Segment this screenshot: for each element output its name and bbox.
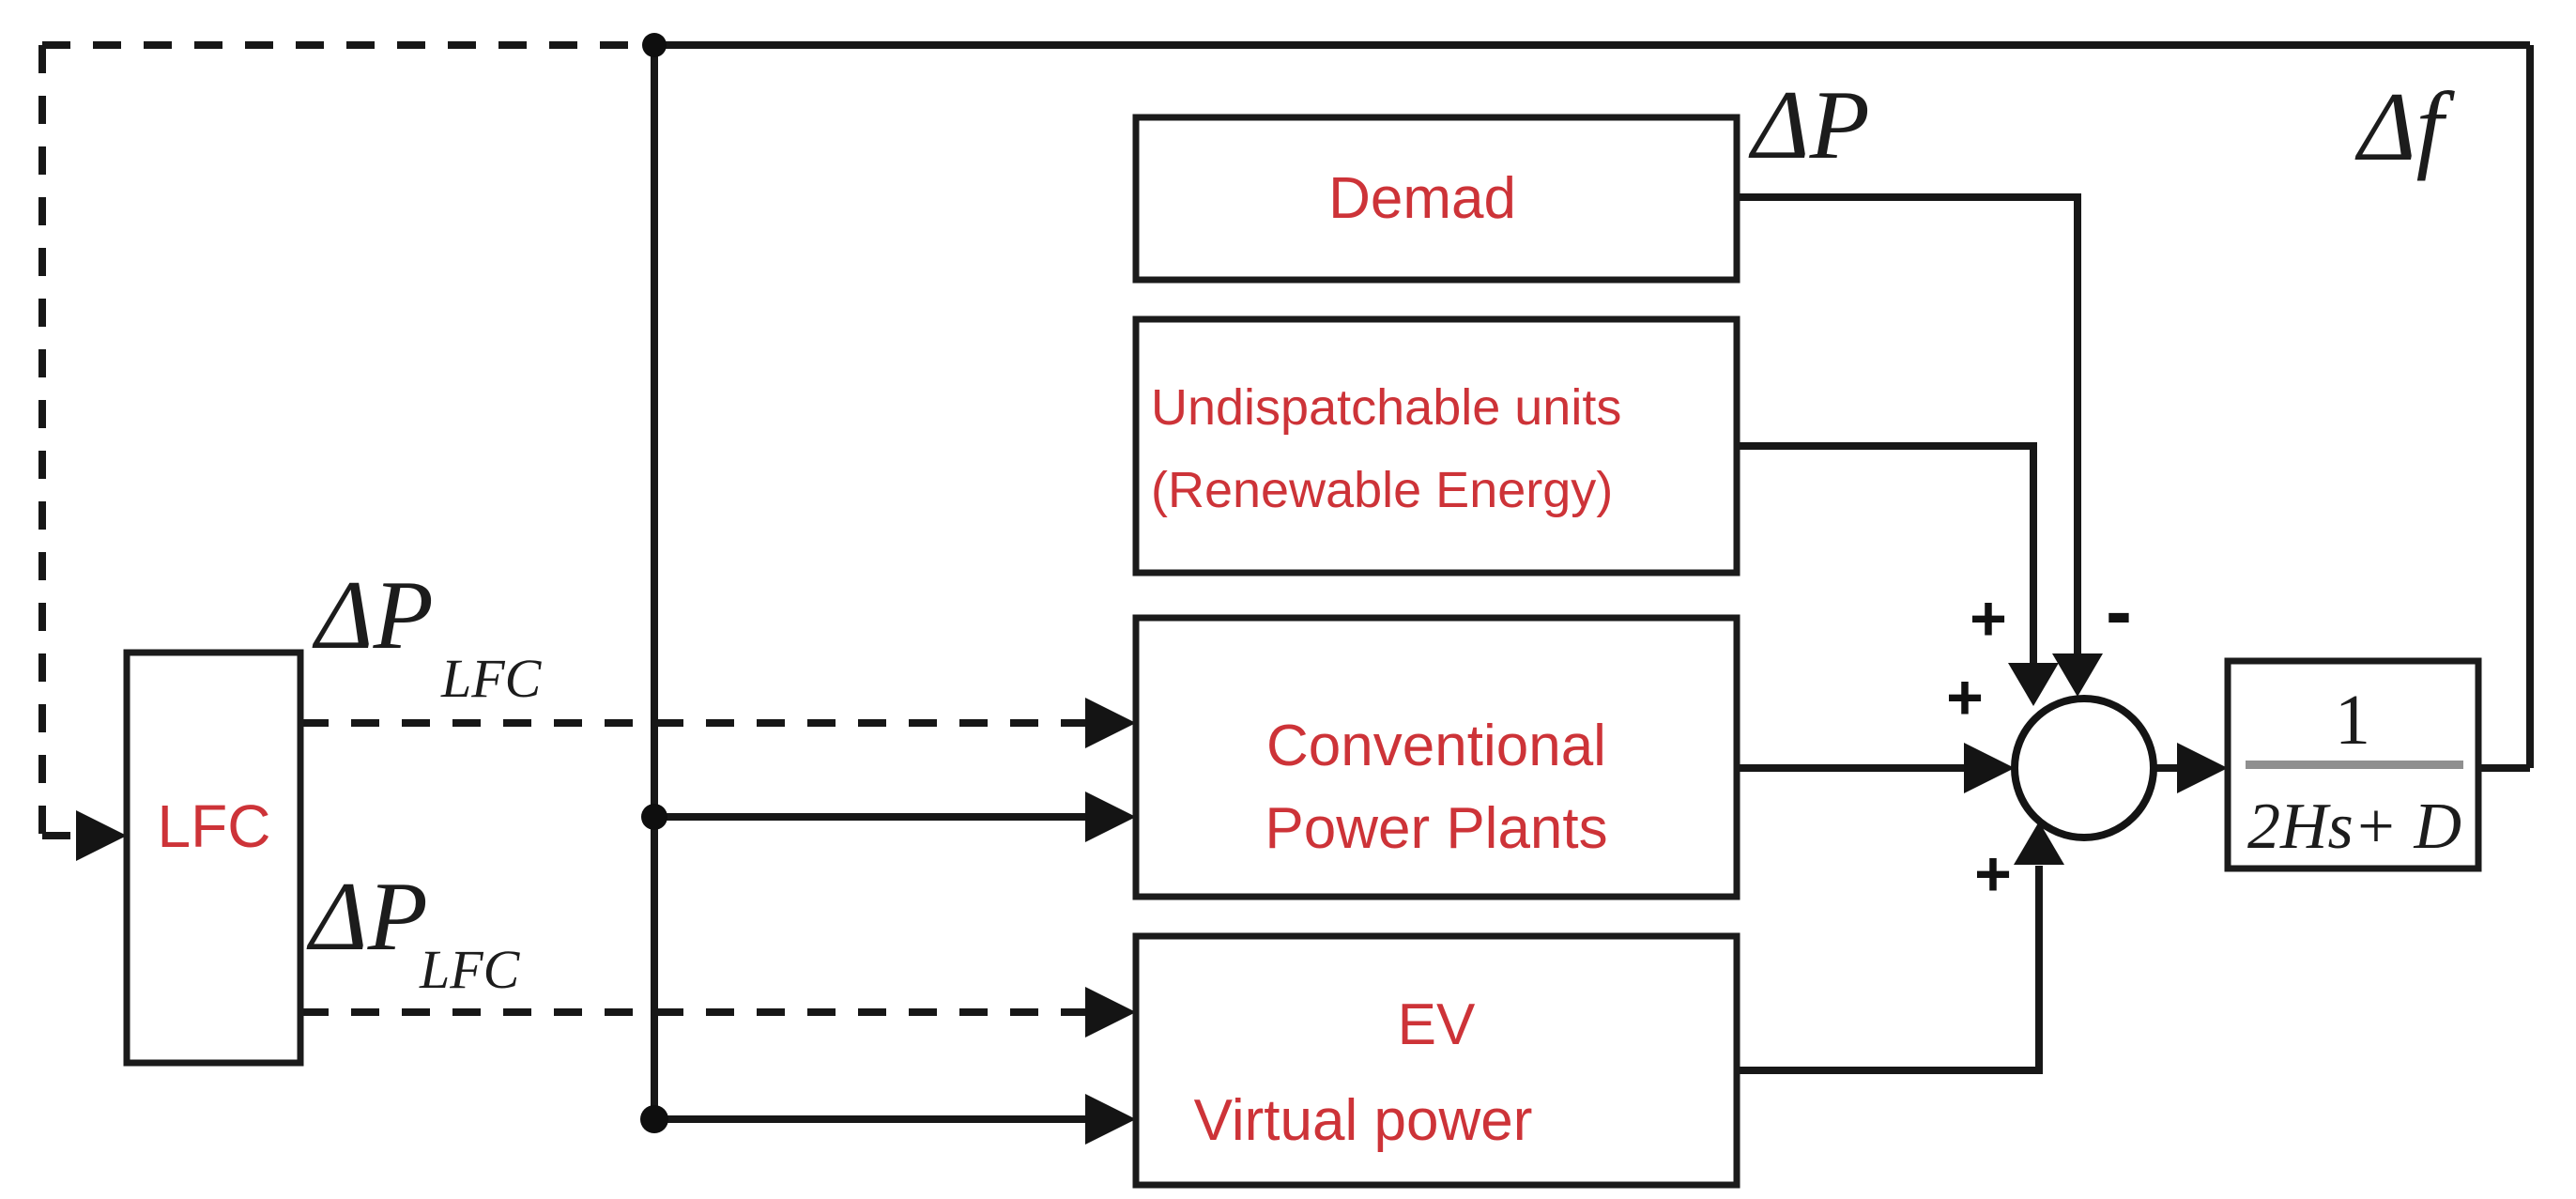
ev-block-label-line2: Virtual power <box>1194 1088 1533 1153</box>
inertia-numerator: 1 <box>2335 681 2370 760</box>
summing-junction-circle <box>2011 695 2157 841</box>
arrowhead-into-inertia-block-icon <box>2177 743 2228 793</box>
delta-f-label: Δf <box>2354 71 2456 181</box>
ev-block-label-line1: EV <box>1398 992 1476 1057</box>
undispatchable-block <box>1132 315 1740 576</box>
delta-p-lfc-lower-base: ΔP <box>306 861 428 971</box>
ev-output-line <box>1737 866 2043 1074</box>
demand-output-line <box>1737 193 2081 657</box>
arrowhead-dashed-into-ev-icon <box>1085 987 1136 1038</box>
sum-sign-plus-conventional: + <box>1946 662 1984 733</box>
delta-p-lfc-upper-base: ΔP <box>312 560 434 669</box>
arrowhead-demand-into-sum-icon <box>2052 653 2103 697</box>
conventional-block-label-line1: Conventional <box>1266 714 1606 778</box>
arrowhead-dashed-into-conventional-icon <box>1085 698 1136 748</box>
demand-block <box>1132 114 1740 284</box>
fraction-bar <box>2246 761 2463 769</box>
arrowhead-into-lfc-icon <box>76 810 127 861</box>
delta-p-lfc-lower-subscript: LFC <box>419 939 521 1000</box>
inertia-denominator: 2Hs+ D <box>2247 791 2461 863</box>
undispatchable-block-label-line2: (Renewable Energy) <box>1151 462 1613 518</box>
arrowhead-ev-into-sum-icon <box>2014 822 2064 865</box>
arrowhead-solid-into-conventional-icon <box>1085 792 1136 842</box>
delta-p-lfc-upper-subscript: LFC <box>440 648 543 709</box>
conventional-block-label-line2: Power Plants <box>1265 796 1607 861</box>
junction-dot-top <box>642 33 667 57</box>
sum-sign-minus-demand: - <box>2106 567 2132 655</box>
sum-sign-plus-ev: + <box>1974 838 2012 910</box>
arrowhead-conventional-into-sum-icon <box>1964 743 2015 793</box>
lfc-block <box>123 649 304 1067</box>
undispatchable-output-line <box>1737 442 2037 667</box>
demand-block-label: Demad <box>1328 166 1516 231</box>
junction-dot-ev <box>640 1105 668 1133</box>
conventional-block <box>1132 614 1740 900</box>
delta-p-label: ΔP <box>1748 69 1870 179</box>
junction-dot-conventional <box>641 804 667 830</box>
undispatchable-block-label-line1: Undispatchable units <box>1151 379 1621 436</box>
ev-block <box>1132 932 1740 1189</box>
lfc-block-label: LFC <box>158 792 271 860</box>
sum-sign-plus-undispatchable: + <box>1970 583 2007 654</box>
arrowhead-undispatchable-into-sum-icon <box>2008 663 2059 706</box>
arrowhead-solid-into-ev-icon <box>1085 1094 1136 1145</box>
